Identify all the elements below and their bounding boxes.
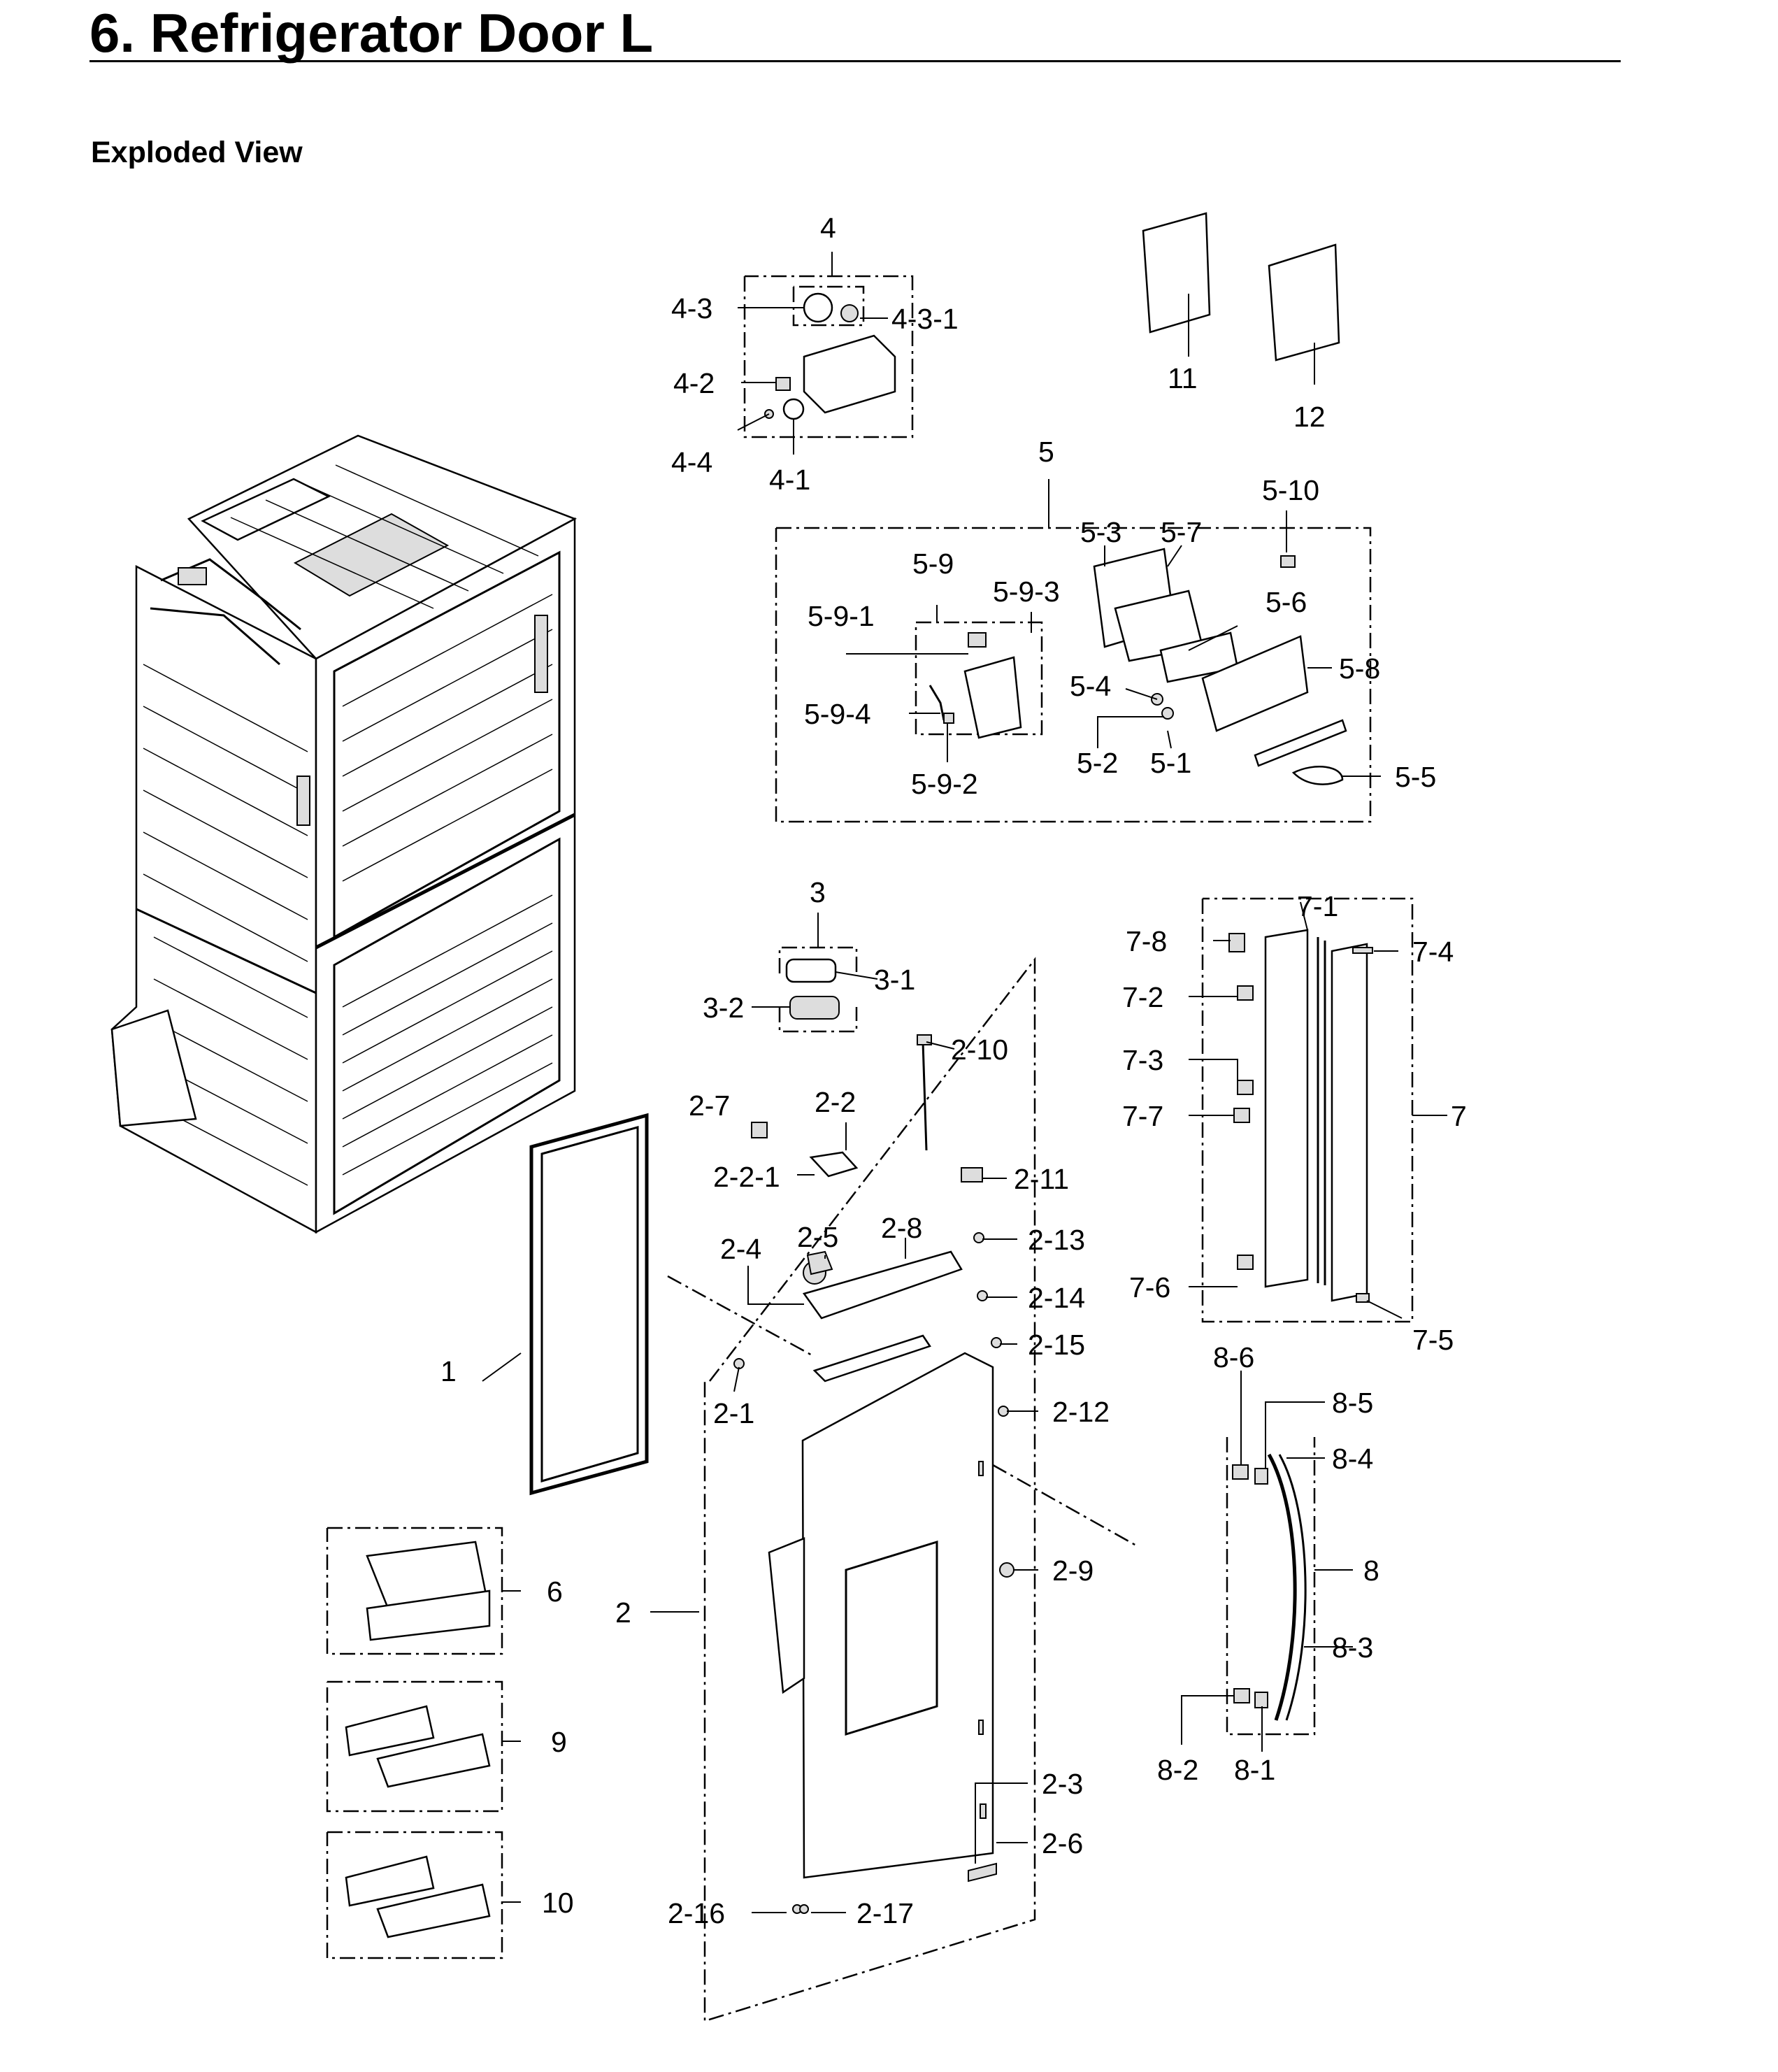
- callout-8: 8: [1363, 1555, 1379, 1587]
- callout-4-3: 4-3: [671, 292, 712, 324]
- callout-5-6: 5-6: [1266, 586, 1307, 618]
- callout-2-2: 2-2: [815, 1086, 856, 1118]
- callout-5-4: 5-4: [1070, 670, 1111, 702]
- callout-5-10: 5-10: [1262, 474, 1319, 506]
- callout-3: 3: [810, 876, 826, 908]
- callout-2-10: 2-10: [951, 1034, 1008, 1066]
- callout-4: 4: [820, 212, 836, 244]
- callout-3-1: 3-1: [874, 964, 915, 996]
- callout-2-4: 2-4: [720, 1233, 761, 1265]
- callout-5-9-2: 5-9-2: [911, 768, 978, 800]
- callout-5-7: 5-7: [1161, 516, 1202, 548]
- part-1-door-gasket: [529, 1113, 649, 1496]
- parts-11-12-panels: [1142, 212, 1340, 362]
- page-title: 6. Refrigerator Door L: [89, 2, 654, 64]
- callout-5-8: 5-8: [1339, 652, 1380, 685]
- refrigerator-cabinet-illustration: [110, 434, 577, 1234]
- callout-5-9: 5-9: [912, 548, 954, 580]
- callout-7-3: 7-3: [1122, 1044, 1163, 1076]
- callout-2-6: 2-6: [1042, 1827, 1083, 1859]
- callout-2-5: 2-5: [797, 1221, 838, 1253]
- callout-5-9-1: 5-9-1: [808, 600, 875, 632]
- callout-6: 6: [547, 1576, 563, 1608]
- callout-5: 5: [1038, 436, 1054, 468]
- callout-7-8: 7-8: [1126, 925, 1167, 957]
- part-4-motor-assembly: [743, 275, 914, 438]
- callout-8-3: 8-3: [1332, 1631, 1373, 1664]
- callout-5-9-4: 5-9-4: [804, 698, 871, 730]
- part-3-tray: [778, 946, 858, 1033]
- part-8-handle: [1226, 1437, 1316, 1736]
- title-rule: [89, 60, 1621, 62]
- callout-7-7: 7-7: [1122, 1100, 1163, 1132]
- callout-4-2: 4-2: [673, 367, 715, 399]
- part-5-dispenser-assembly: [775, 527, 1372, 823]
- callout-2-2-1: 2-2-1: [713, 1161, 780, 1193]
- callout-7-4: 7-4: [1412, 936, 1454, 968]
- callout-4-1: 4-1: [769, 464, 810, 496]
- callout-2-11: 2-11: [1014, 1163, 1069, 1195]
- callout-2-15: 2-15: [1028, 1329, 1085, 1361]
- cabinet-top-lines: [230, 464, 539, 609]
- callout-5-2: 5-2: [1077, 747, 1118, 779]
- callout-2-13: 2-13: [1028, 1224, 1085, 1256]
- cabinet-interior-shelves: [342, 594, 553, 1176]
- callout-7-1: 7-1: [1297, 890, 1338, 922]
- part-7-trim-group: [1201, 897, 1414, 1323]
- callout-2-8: 2-8: [881, 1212, 922, 1244]
- callout-2-16: 2-16: [668, 1897, 725, 1929]
- callout-4-3-1: 4-3-1: [891, 303, 959, 335]
- callout-2-17: 2-17: [856, 1897, 914, 1929]
- callout-11: 11: [1168, 362, 1198, 394]
- callout-5-1: 5-1: [1150, 747, 1191, 779]
- callout-5-5: 5-5: [1395, 761, 1436, 793]
- leader-lines: [482, 252, 1447, 1913]
- callout-12: 12: [1293, 401, 1326, 433]
- part-2-door-group: [667, 957, 1137, 2022]
- callout-8-2: 8-2: [1157, 1754, 1198, 1786]
- callout-2-3: 2-3: [1042, 1768, 1083, 1800]
- callout-7: 7: [1451, 1100, 1467, 1132]
- callout-8-4: 8-4: [1332, 1443, 1373, 1475]
- callout-5-9-3: 5-9-3: [993, 576, 1060, 608]
- callout-8-6: 8-6: [1213, 1341, 1254, 1373]
- callout-2-14: 2-14: [1028, 1282, 1085, 1314]
- callout-4-4: 4-4: [671, 446, 712, 478]
- callout-7-6: 7-6: [1129, 1271, 1170, 1303]
- callout-1: 1: [440, 1355, 457, 1387]
- callout-2-9: 2-9: [1052, 1555, 1094, 1587]
- callout-8-5: 8-5: [1332, 1387, 1373, 1419]
- callout-7-5: 7-5: [1412, 1324, 1454, 1356]
- callout-2: 2: [615, 1596, 631, 1629]
- callout-labels: 4 4-3 4-3-1 4-2 4-4 4-1 11 12 5 5-10 5-3…: [440, 212, 1467, 1929]
- callout-2-12: 2-12: [1052, 1396, 1110, 1428]
- callout-8-1: 8-1: [1234, 1754, 1275, 1786]
- callout-10: 10: [542, 1887, 574, 1919]
- callout-7-2: 7-2: [1122, 981, 1163, 1013]
- callout-2-1: 2-1: [713, 1397, 754, 1429]
- callout-5-3: 5-3: [1080, 516, 1121, 548]
- callout-2-7: 2-7: [689, 1089, 730, 1122]
- parts-6-9-10-door-bins: [326, 1527, 503, 1959]
- section-subtitle: Exploded View: [91, 136, 303, 169]
- callout-3-2: 3-2: [703, 992, 744, 1024]
- callout-9: 9: [551, 1726, 567, 1758]
